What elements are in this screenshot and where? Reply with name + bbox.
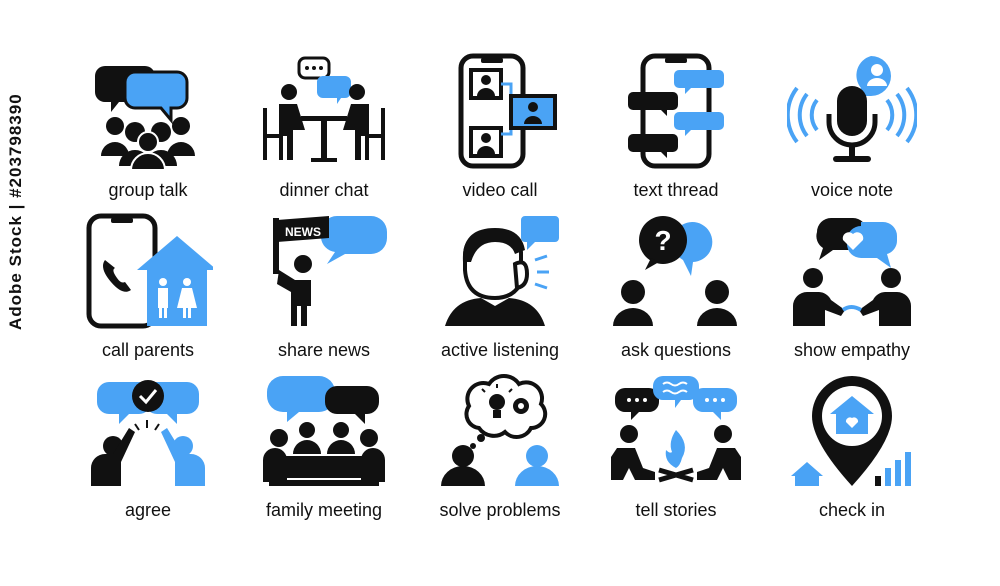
call-parents-tile: call parents [60, 212, 236, 372]
ask-questions-tile: ? ask questions [588, 212, 764, 372]
tell-stories-tile: tell stories [588, 372, 764, 532]
group-talk-tile: group talk [60, 52, 236, 212]
ask-questions-icon: ? [613, 216, 737, 326]
icon-label: check in [818, 500, 886, 520]
icon-label: share news [277, 340, 371, 360]
call-parents-icon [86, 213, 213, 329]
dinner-chat-icon [263, 56, 385, 162]
text-thread-tile: text thread [588, 52, 764, 212]
icon-grid: group talk dinner chat [60, 52, 960, 532]
family-meeting-icon [263, 376, 385, 486]
icon-label: call parents [101, 340, 195, 360]
solve-problems-tile: solve problems [412, 372, 588, 532]
icon-label: text thread [633, 180, 719, 200]
icon-label: dinner chat [279, 180, 369, 200]
share-news-tile: NEWS share news [236, 212, 412, 372]
icon-label: show empathy [793, 340, 911, 360]
question-mark-text: ? [654, 225, 671, 256]
icon-label: voice note [810, 180, 894, 200]
icon-label: solve problems [439, 500, 561, 520]
show-empathy-icon [793, 218, 911, 326]
video-call-tile: video call [412, 52, 588, 212]
dinner-chat-tile: dinner chat [236, 52, 412, 212]
group-talk-icon [95, 66, 195, 170]
family-meeting-tile: family meeting [236, 372, 412, 532]
text-thread-icon [628, 53, 724, 169]
stock-id-watermark: Adobe Stock | #203798390 [6, 93, 25, 330]
check-in-tile: check in [764, 372, 940, 532]
show-empathy-tile: show empathy [764, 212, 940, 372]
voice-note-icon [787, 56, 917, 162]
icon-label: active listening [440, 340, 560, 360]
check-in-icon [791, 376, 911, 486]
solve-problems-icon [441, 374, 559, 486]
icon-label: tell stories [635, 500, 717, 520]
video-call-icon [458, 53, 557, 169]
active-listening-icon [445, 216, 559, 326]
tell-stories-icon [611, 376, 741, 483]
icon-label: group talk [108, 180, 188, 200]
active-listening-tile: active listening [412, 212, 588, 372]
news-sign-text: NEWS [285, 225, 321, 239]
share-news-icon: NEWS [273, 216, 387, 326]
icon-label: agree [124, 500, 172, 520]
icon-label: ask questions [620, 340, 732, 360]
icon-label: video call [462, 180, 538, 200]
voice-note-tile: voice note [764, 52, 940, 212]
agree-tile: agree [60, 372, 236, 532]
icon-label: family meeting [265, 500, 383, 520]
agree-icon [91, 380, 205, 486]
